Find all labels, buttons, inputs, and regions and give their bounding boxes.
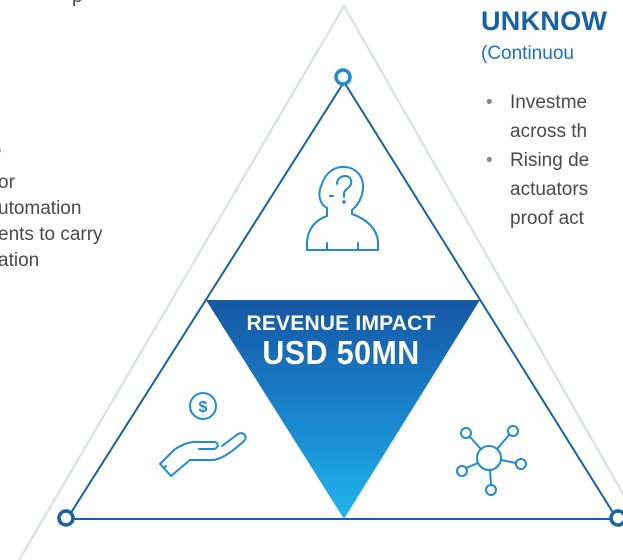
left-line: or bbox=[0, 172, 15, 193]
revenue-impact-label: REVENUE IMPACT bbox=[246, 312, 436, 335]
inner-triangle bbox=[65, 80, 619, 520]
bullet-item: Investme across th bbox=[486, 88, 589, 146]
left-line: ents to carry bbox=[0, 224, 103, 245]
right-panel-subtitle: (Continuou bbox=[481, 43, 574, 64]
vertex-left-circle bbox=[57, 509, 75, 527]
hand-money-icon: $ bbox=[159, 392, 247, 477]
left-line: ation bbox=[0, 250, 40, 271]
bullet-line: proof act bbox=[510, 208, 584, 229]
bullet-line: Investme bbox=[510, 92, 588, 113]
person-question-icon bbox=[306, 165, 379, 251]
left-panel-text: or utomation ents to carry ation bbox=[0, 170, 188, 274]
outer-triangle bbox=[18, 4, 623, 560]
left-accent-mark: . bbox=[0, 134, 10, 156]
right-panel-title: UNKNOW bbox=[481, 6, 608, 36]
right-panel-bullets: Investme across th Rising de actuators p… bbox=[486, 88, 589, 233]
center-inverted-triangle bbox=[206, 300, 480, 519]
bullet-line: actuators bbox=[510, 179, 589, 200]
vertex-right-circle bbox=[609, 509, 623, 527]
svg-text:$: $ bbox=[199, 399, 208, 416]
left-panel-top-fragment: p bbox=[72, 0, 83, 8]
vertex-top-circle bbox=[334, 68, 352, 86]
bullet-line: Rising de bbox=[510, 150, 590, 171]
bullet-item: Rising de actuators proof act bbox=[486, 146, 589, 233]
bullet-line: across th bbox=[510, 121, 588, 142]
revenue-impact-value: USD 50MN bbox=[262, 334, 420, 371]
network-hub-icon bbox=[456, 425, 527, 496]
left-line: utomation bbox=[0, 198, 82, 219]
